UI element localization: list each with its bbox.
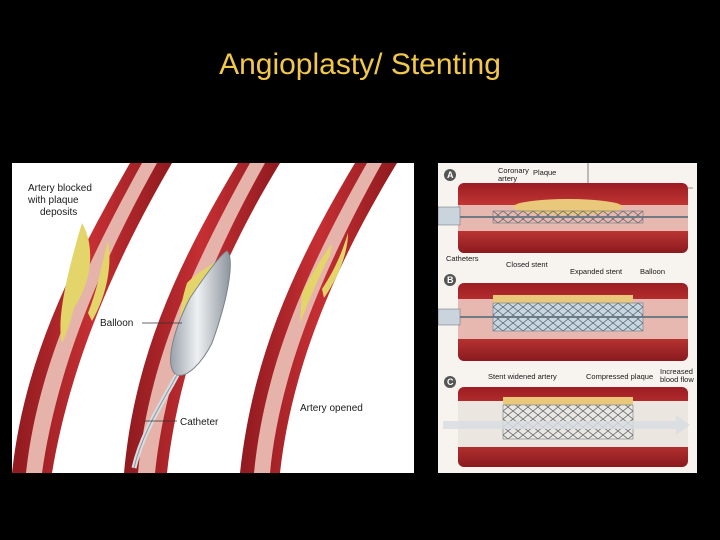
label-artery-opened: Artery opened <box>300 403 363 414</box>
label-expanded-stent: Expanded stent <box>570 267 623 276</box>
svg-text:B: B <box>447 275 454 285</box>
label-catheter: Catheter <box>180 417 219 428</box>
slide-title: Angioplasty/ Stenting <box>219 48 501 81</box>
artery-opened <box>240 163 397 473</box>
stent-illustration: A Coronary artery Plaque Catheters Close… <box>438 163 697 473</box>
artery-blocked <box>12 163 172 473</box>
artery-balloon <box>124 163 280 473</box>
svg-text:C: C <box>447 377 454 387</box>
label-coronary-artery: Coronary artery <box>498 166 531 183</box>
label-catheters: Catheters <box>446 254 479 263</box>
label-stent-widened-artery: Stent widened artery <box>488 372 557 381</box>
stent-step-c: C Stent widened artery Compressed plaque… <box>443 367 695 467</box>
label-balloon-b: Balloon <box>640 267 665 276</box>
svg-text:A: A <box>447 170 454 180</box>
label-artery-blocked: Artery blocked with plaque deposits <box>27 183 95 218</box>
label-closed-stent: Closed stent <box>506 260 549 269</box>
stent-step-a: A Coronary artery Plaque Catheters Close… <box>438 166 688 269</box>
stent-step-b: B Expanded stent Balloon <box>438 267 688 361</box>
label-compressed-plaque: Compressed plaque <box>586 372 653 381</box>
label-plaque: Plaque <box>533 168 556 177</box>
label-increased-blood-flow: Increased blood flow <box>660 367 695 384</box>
label-balloon: Balloon <box>100 318 133 329</box>
angioplasty-illustration: Artery blocked with plaque deposits Ball… <box>12 163 414 473</box>
